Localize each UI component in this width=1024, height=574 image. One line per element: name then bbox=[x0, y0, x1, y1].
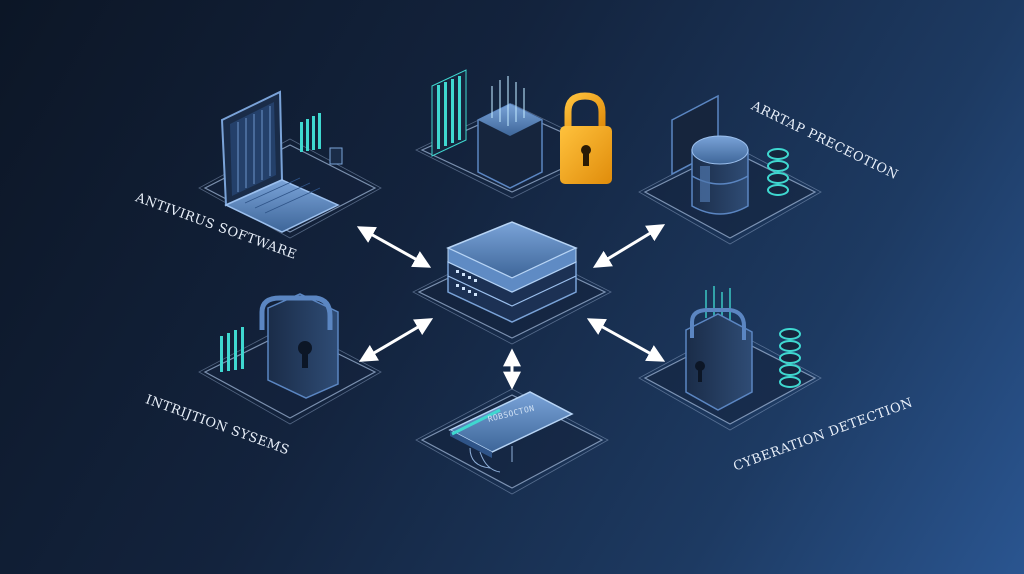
laptop-icon bbox=[220, 90, 343, 233]
server-icon bbox=[431, 69, 543, 189]
shield-lock-icon bbox=[220, 293, 339, 399]
secure-lock-icon bbox=[685, 286, 801, 411]
arrow-bottom-left bbox=[358, 318, 434, 362]
padlock-icon bbox=[560, 92, 612, 184]
central-server-icon bbox=[446, 221, 578, 323]
database-icon bbox=[671, 94, 789, 215]
card-icon bbox=[448, 391, 574, 473]
arrow-top-right bbox=[592, 224, 666, 268]
arrow-bottom-right bbox=[586, 318, 666, 362]
arrow-top-left bbox=[356, 226, 432, 268]
